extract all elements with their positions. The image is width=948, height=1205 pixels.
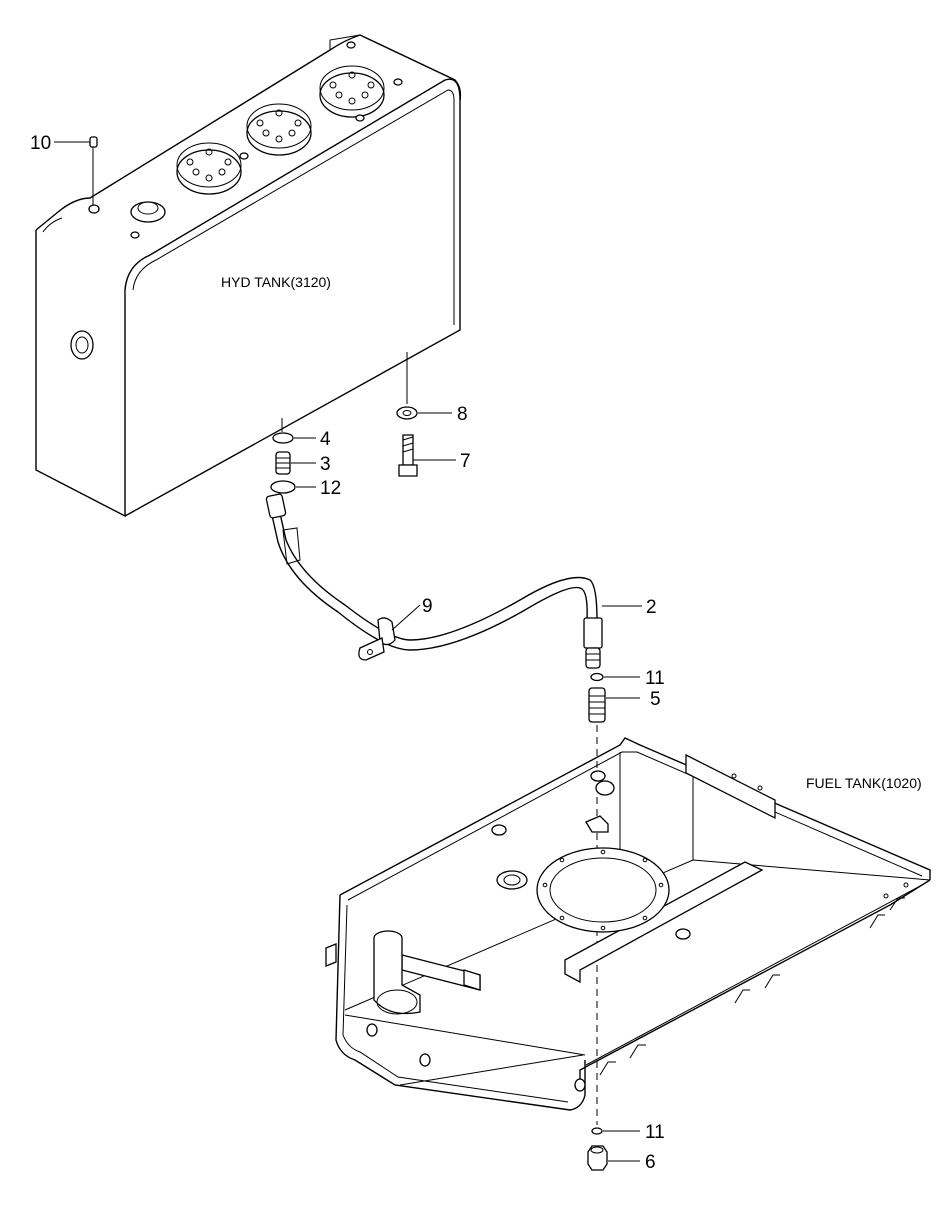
rail-center	[564, 861, 764, 984]
fuel-tank	[325, 737, 931, 1111]
level-sensor-tab	[585, 815, 609, 833]
callout-10: 10	[30, 133, 51, 154]
callout-7: 7	[460, 451, 471, 472]
callout-12: 12	[320, 478, 341, 499]
sender-flange	[536, 847, 670, 933]
boss-center	[496, 870, 528, 890]
callout-8: 8	[457, 404, 468, 425]
callout-5: 5	[650, 689, 661, 710]
callout-6: 6	[645, 1152, 656, 1173]
leader-lines	[54, 141, 642, 1162]
hydraulic-tank	[35, 34, 462, 518]
tank-cover-1	[176, 142, 242, 195]
fuel-tank-label: FUEL TANK(1020)	[806, 775, 922, 791]
part-5-connector	[588, 687, 606, 723]
part-7-bolt	[398, 434, 418, 477]
part-12-o-ring	[270, 480, 296, 494]
side-port	[70, 330, 94, 360]
filler-neck	[373, 930, 421, 1015]
callout-9: 9	[422, 596, 433, 617]
hyd-tank-label: HYD TANK(3120)	[221, 274, 331, 290]
part-11-o-ring-bottom	[591, 1127, 603, 1135]
callout-11-top: 11	[645, 668, 665, 689]
callout-3: 3	[320, 454, 331, 475]
callout-4: 4	[320, 429, 331, 450]
part-4-o-ring	[272, 432, 294, 444]
callout-2: 2	[646, 597, 657, 618]
tank-cover-3	[319, 65, 385, 118]
tank-cover-2	[246, 103, 312, 156]
part-11-o-ring-top	[590, 672, 604, 682]
part-8-washer	[396, 406, 418, 420]
rail-left	[401, 954, 481, 991]
rail-right	[685, 753, 776, 820]
part-9-clamp	[358, 617, 396, 661]
part-3-adapter	[275, 451, 291, 475]
part-2-hose	[265, 493, 603, 669]
part-6-nut	[587, 1145, 608, 1171]
callout-11-bottom: 11	[645, 1122, 665, 1143]
filler-cap	[130, 201, 166, 223]
